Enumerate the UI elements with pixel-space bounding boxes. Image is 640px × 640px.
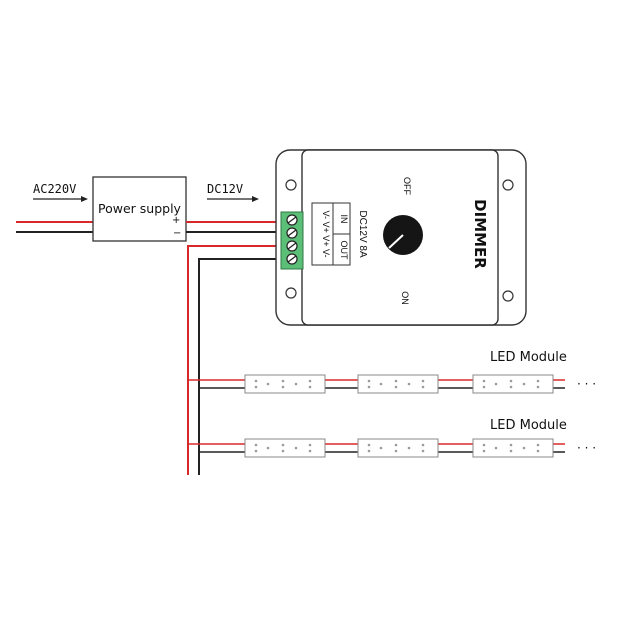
continuation-ellipsis: · · · <box>577 377 596 391</box>
dc-output-label: DC12V <box>207 182 243 196</box>
terminal-pin-labels: V- V+ V+ V- <box>321 210 331 257</box>
led-module <box>472 374 554 394</box>
power-supply-label: Power supply <box>98 201 182 216</box>
ac-input-wires <box>16 221 93 233</box>
led-module <box>357 438 439 458</box>
terminal-screw <box>286 227 298 239</box>
dc-output-arrow <box>207 196 259 202</box>
ac-input-label: AC220V <box>33 182 76 196</box>
led-strip-row-2: · · · <box>188 438 596 458</box>
led-module <box>244 374 326 394</box>
led-module-label-2: LED Module <box>490 418 567 433</box>
knob-pointer <box>388 234 404 249</box>
rating-label: DC12V 8A <box>357 210 368 258</box>
terminal-block <box>280 211 304 270</box>
power-supply-minus: − <box>173 228 181 239</box>
terminal-label-table: V- V+ V+ V- IN OUT <box>311 202 351 266</box>
ac-input-arrow <box>33 196 88 202</box>
led-module <box>244 438 326 458</box>
led-strip-row-1: · · · <box>188 374 596 394</box>
knob-on-label: ON <box>400 291 410 305</box>
power-supply-plus: + <box>172 215 180 226</box>
terminal-screw <box>286 240 298 252</box>
led-module <box>357 374 439 394</box>
terminal-in-label: IN <box>339 215 349 224</box>
knob-off-label: OFF <box>402 177 412 195</box>
mount-hole-top-left <box>285 179 297 191</box>
dimmer-title: DIMMER <box>471 199 489 269</box>
led-supply-wires <box>187 245 281 475</box>
terminal-screw <box>286 214 298 226</box>
terminal-screw <box>286 253 298 265</box>
mount-hole-bottom-left <box>285 287 297 299</box>
mount-hole-top-right <box>502 179 514 191</box>
dc-output-wires <box>186 221 281 233</box>
continuation-ellipsis: · · · <box>577 441 596 455</box>
terminal-out-label: OUT <box>339 241 349 261</box>
mount-hole-bottom-right <box>502 290 514 302</box>
led-module-label-1: LED Module <box>490 350 567 365</box>
led-module <box>472 438 554 458</box>
dimmer-knob[interactable] <box>383 215 423 255</box>
power-supply-box <box>92 176 187 242</box>
